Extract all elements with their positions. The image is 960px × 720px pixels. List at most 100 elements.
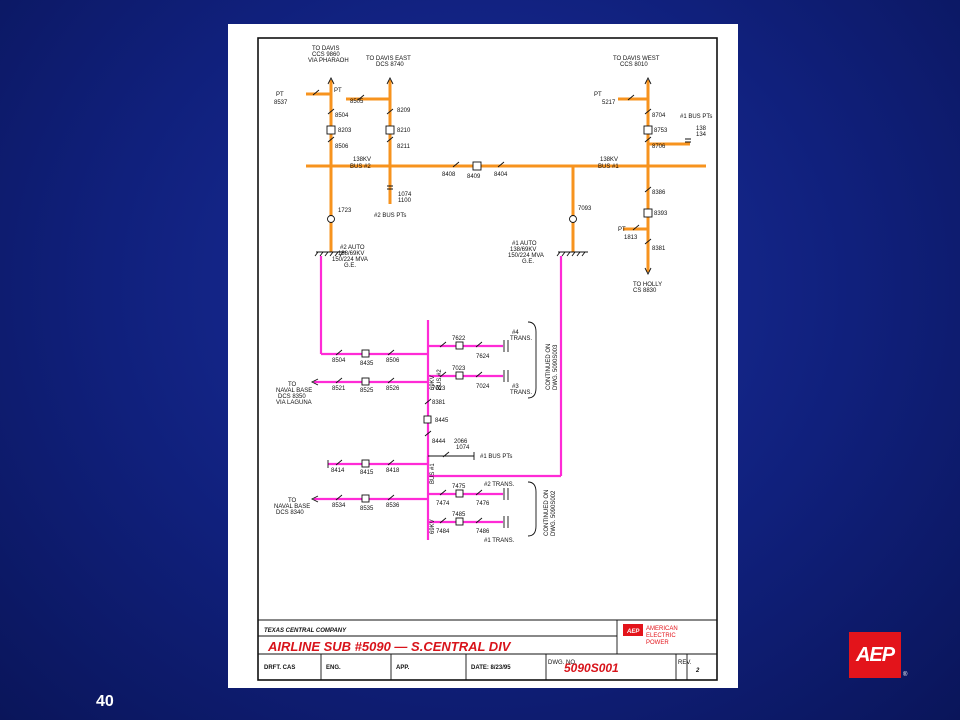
auto1-transformer [556, 251, 588, 257]
trans2-label: #2 TRANS. [484, 482, 515, 488]
lbl-8504: 8504 [335, 113, 349, 119]
lbl-8706: 8706 [652, 144, 666, 150]
lbl-lv-8536: 8536 [386, 503, 400, 509]
brace-2 [527, 481, 537, 537]
lbl-lv-8435: 8435 [360, 361, 374, 367]
lbl-lv-7486: 7486 [476, 529, 490, 535]
aep-badge-text: AEP [626, 629, 640, 635]
lbl-8409: 8409 [467, 174, 481, 180]
lbl-5217: 5217 [602, 100, 616, 106]
footer-dwg-no: 5090S001 [564, 661, 619, 675]
pt-label-4: PT [618, 227, 626, 233]
pt-label-2: PT [334, 88, 342, 94]
aep-name-1: AMERICAN [646, 626, 678, 632]
lbl-lv-8535: 8535 [360, 506, 374, 512]
lbl-8537: 8537 [274, 100, 288, 106]
slide-number: 40 [96, 693, 114, 710]
lbl-lv-7475: 7475 [452, 484, 466, 490]
lbl-lv-8534: 8534 [332, 503, 346, 509]
continued-1: CONTINUED ONDWG. 5090S003 [546, 344, 559, 390]
pt-label-3: PT [594, 92, 602, 98]
lbl-8753: 8753 [654, 128, 668, 134]
lbl-lv-7485: 7485 [452, 512, 466, 518]
bus-tie-breaker [423, 415, 432, 424]
aep-name-3: POWER [646, 640, 669, 646]
lbl-1813: 1813 [624, 235, 638, 241]
footer-drft: DRFT. CAS [264, 665, 295, 671]
lbl-8404: 8404 [494, 172, 508, 178]
drawing-border [257, 37, 718, 681]
lbl-8381: 8381 [652, 246, 666, 252]
lbl-8505: 8505 [350, 99, 364, 105]
lbl-lv-8445: 8445 [435, 418, 449, 424]
lbl-lv-8525: 8525 [360, 388, 374, 394]
lbl-lv-7622: 7622 [452, 336, 466, 342]
footer-app: APP. [396, 665, 410, 671]
lbl-lv-7624: 7624 [476, 354, 490, 360]
drawing-title: AIRLINE SUB #5090 — S.CENTRAL DIV [267, 639, 512, 654]
breaker-8409 [472, 161, 482, 171]
footer-date: DATE: 8/23/95 [471, 665, 511, 671]
lbl-lv-8381: 8381 [432, 400, 446, 406]
breaker-8503 [326, 125, 336, 135]
auto2-transformer [314, 251, 346, 257]
lbl-8704: 8704 [652, 113, 666, 119]
brace-1 [527, 321, 537, 399]
trans1-label: #1 TRANS. [484, 538, 515, 544]
lbl-7093: 7093 [578, 206, 592, 212]
continued-2: CONTINUED ONDWG. 5090S002 [544, 490, 557, 536]
lv-bus-pts-label: #1 BUS PTs [480, 454, 512, 460]
lbl-lv-7023b: 7023 [432, 386, 446, 392]
lbl-2-bus-pts: #2 BUS PTs [374, 213, 406, 219]
breaker-8753 [643, 125, 653, 135]
lbl-1723: 1723 [338, 208, 352, 214]
aep-badge [623, 624, 643, 636]
aep-logo: AEP [849, 632, 901, 678]
lbl-lv-7484: 7484 [436, 529, 450, 535]
lbl-lv-8414: 8414 [331, 468, 345, 474]
lbl-lv-7024: 7024 [476, 384, 490, 390]
aep-logo-registered-mark: ® [903, 672, 908, 678]
lbl-1-bus-pts: #1 BUS PTs [680, 114, 712, 120]
lbl-8386: 8386 [652, 190, 666, 196]
title-block: TEXAS CENTRAL COMPANY AIRLINE SUB #5090 … [258, 619, 717, 680]
lbl-lv-8418: 8418 [386, 468, 400, 474]
lv-bus1-kv-label: 69KV [430, 519, 436, 534]
lbl-8211: 8211 [397, 144, 411, 150]
pt-label-1: PT [276, 92, 284, 98]
lbl-8506: 8506 [335, 144, 349, 150]
lbl-lv-7023: 7023 [452, 366, 466, 372]
lbl-8393: 8393 [654, 211, 668, 217]
lv-bus1-label: BUS #1 [430, 463, 436, 484]
lbl-lv-7476: 7476 [476, 501, 490, 507]
lbl-lv-7474: 7474 [436, 501, 450, 507]
footer-dwg-label: DWG. NO. [548, 660, 577, 666]
lbl-lv-8504: 8504 [332, 358, 346, 364]
breaker-8210 [385, 125, 395, 135]
lbl-lv-8521: 8521 [332, 386, 346, 392]
footer-rev-label: REV. [678, 660, 692, 666]
lbl-8203: 8203 [338, 128, 352, 134]
company-name: TEXAS CENTRAL COMPANY [264, 628, 347, 634]
lbl-8210: 8210 [397, 128, 411, 134]
footer-engr: ENG. [326, 665, 341, 671]
lbl-8408: 8408 [442, 172, 456, 178]
